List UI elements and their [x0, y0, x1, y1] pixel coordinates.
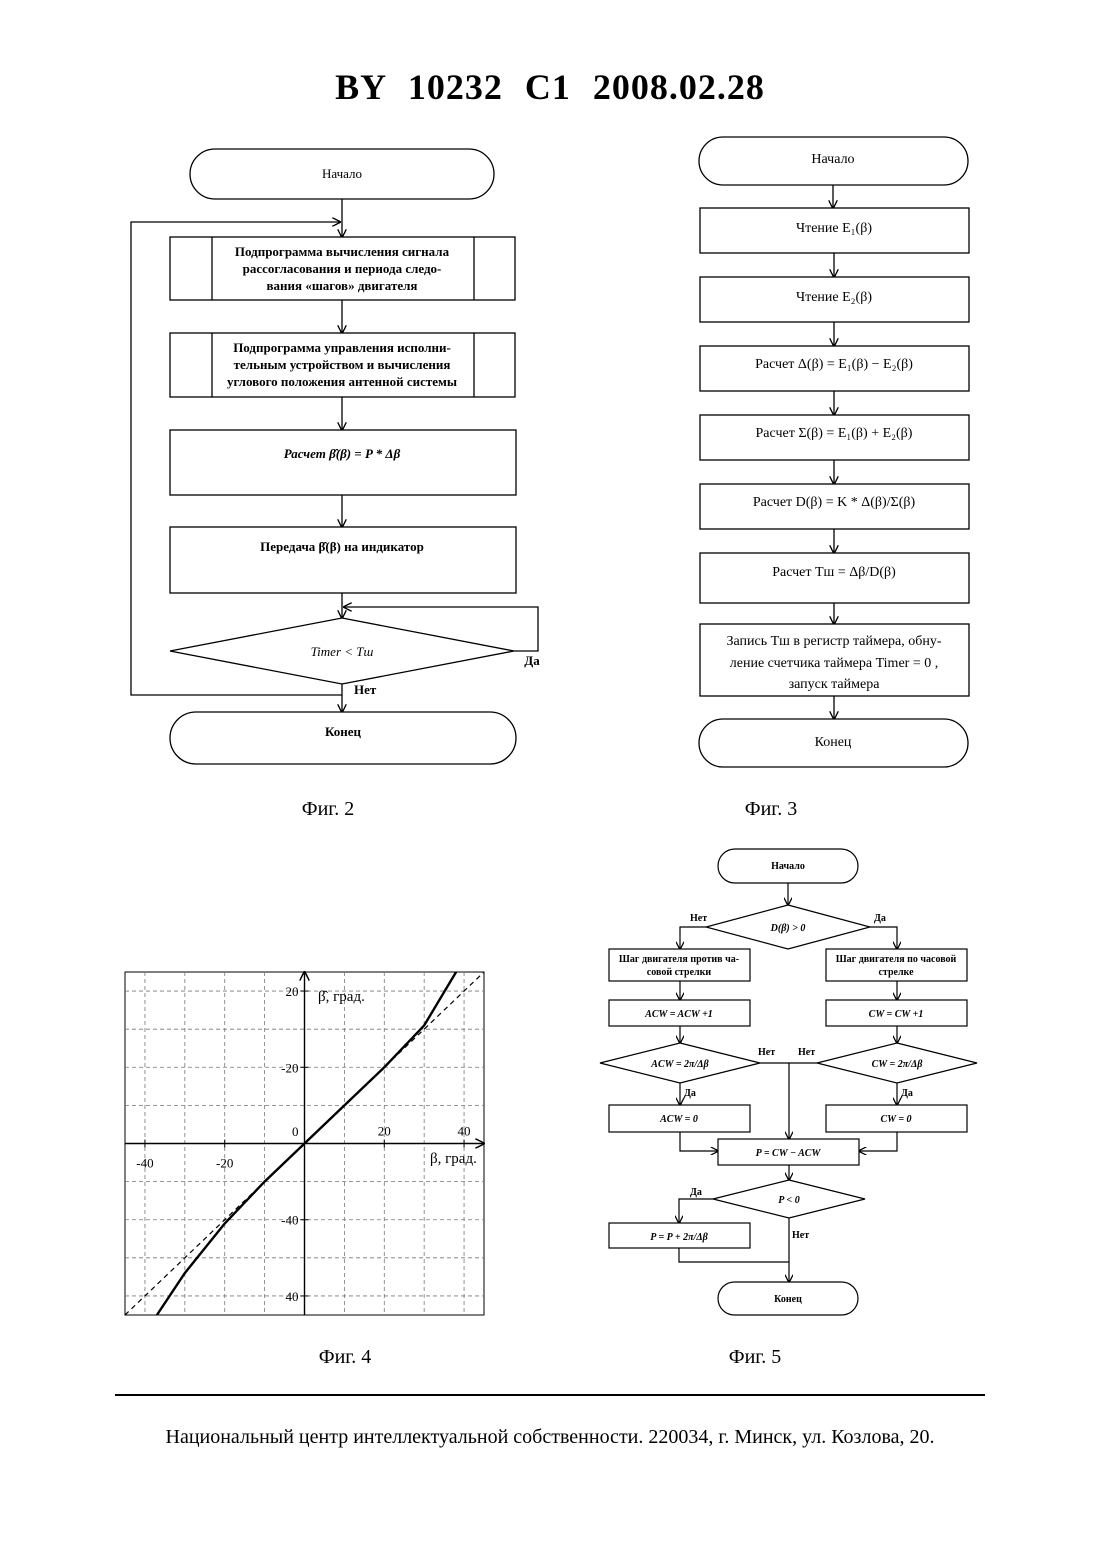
fig2-start-text: Начало — [322, 166, 362, 181]
fig5-d3-text: P < 0 — [778, 1195, 799, 1206]
fig3-step-2-text: Чтение E₂(β) — [796, 290, 872, 305]
fig3-caption: Фиг. 3 — [671, 798, 871, 821]
figure-3-flowchart: Начало Чтение E₁(β) Чтение E₂(β) Расчет … — [699, 137, 969, 767]
x-tick-label: -20 — [216, 1156, 233, 1171]
fig2-transfer-text: Передача β̂(β) на индикатор — [260, 539, 424, 554]
fig2-decision-text: Timer < Tш — [311, 644, 374, 659]
fig5-d1-yes: Да — [874, 913, 886, 924]
fig5-acw-increment-text: ACW = ACW +1 — [644, 1009, 713, 1020]
y-tick-label: -20 — [281, 1060, 298, 1075]
fig2-sub2-line3: углового положения антенной системы — [227, 374, 457, 389]
fig2-sub1-line1: Подпрограмма вычисления сигнала — [235, 244, 450, 259]
y-tick-label: 20 — [286, 984, 299, 999]
fig5-cw-reset-text: CW = 0 — [880, 1114, 911, 1125]
fig3-step-3-text: Расчет Δ(β) = E₁(β) − E₂(β) — [755, 357, 913, 372]
fig3-step-7-line1: Запись Tш в регистр таймера, обну- — [726, 634, 941, 649]
fig3-step-7-line3: запуск таймера — [789, 677, 881, 692]
fig4-caption: Фиг. 4 — [245, 1346, 445, 1369]
fig5-d3-no: Нет — [792, 1230, 809, 1241]
chart-xlabel: β, град. — [430, 1151, 477, 1167]
figure-4-chart: -40-2020404020-20-40 β̂, град. β, град. … — [125, 972, 484, 1315]
fig5-d1-text: D(β) > 0 — [770, 923, 806, 934]
footer-address: Национальный центр интеллектуальной собс… — [0, 1426, 1100, 1449]
fig2-no-label: Нет — [354, 682, 377, 697]
fig5-left-step-l1: Шаг двигателя против ча- — [619, 954, 739, 965]
fig5-right-step-l1: Шаг двигателя по часовой — [836, 954, 957, 965]
fig5-cw-increment-text: CW = CW +1 — [869, 1009, 924, 1020]
footer-rule — [115, 1394, 985, 1396]
fig2-caption: Фиг. 2 — [228, 798, 428, 821]
fig5-left-step-l2: совой стрелки — [647, 967, 712, 978]
fig5-right-step-l2: стрелке — [878, 967, 914, 978]
fig5-end-text: Конец — [774, 1294, 802, 1305]
chart-origin-label: 0 — [292, 1124, 299, 1139]
fig5-caption: Фиг. 5 — [655, 1346, 855, 1369]
x-tick-label: 20 — [378, 1124, 391, 1139]
x-tick-label: -40 — [136, 1156, 153, 1171]
fig5-d1-no: Нет — [690, 913, 707, 924]
x-tick-label: 40 — [458, 1124, 471, 1139]
fig2-end-text: Конец — [325, 724, 362, 739]
fig5-start-text: Начало — [771, 861, 805, 872]
fig5-d3-yes: Да — [690, 1187, 702, 1198]
fig5-rd-text: CW = 2π/Δβ — [872, 1059, 924, 1070]
fig2-calc-box — [170, 430, 516, 495]
fig2-sub2-line2: тельным устройством и вычисления — [234, 357, 451, 372]
fig2-yes-label: Да — [524, 653, 540, 668]
figure-5-flowchart: Начало D(β) > 0 Нет Да Шаг двигателя про… — [600, 849, 977, 1315]
fig5-p-calc-text: P = CW − ACW — [756, 1148, 822, 1159]
fig2-calc-text: Расчет β̂(β) = P * Δβ — [284, 446, 401, 461]
fig5-rd-yes: Да — [901, 1088, 913, 1099]
fig3-end-text: Конец — [815, 735, 852, 750]
y-tick-label: -40 — [281, 1213, 298, 1228]
fig2-sub2-line1: Подпрограмма управления исполни- — [233, 340, 451, 355]
fig3-step-1-text: Чтение E₁(β) — [796, 221, 872, 236]
fig5-acw-reset-text: ACW = 0 — [659, 1114, 698, 1125]
fig5-ld-yes: Да — [684, 1088, 696, 1099]
fig3-step-6-text: Расчет Tш = Δβ/D(β) — [772, 565, 896, 580]
fig2-sub1-line2: рассогласования и периода следо- — [243, 261, 442, 276]
fig3-start-text: Начало — [811, 152, 854, 167]
fig3-step-4-text: Расчет Σ(β) = E₁(β) + E₂(β) — [756, 426, 913, 441]
fig5-rd-no: Нет — [798, 1047, 815, 1058]
fig3-step-7-line2: ление счетчика таймера Timer = 0 , — [730, 656, 938, 671]
fig2-transfer-box — [170, 527, 516, 593]
chart-ylabel: β̂, град. — [318, 989, 365, 1005]
fig5-ld-text: ACW = 2π/Δβ — [650, 1059, 709, 1070]
fig3-step-5-text: Расчет D(β) = K * Δ(β)/Σ(β) — [753, 495, 916, 510]
figure-2-flowchart: Начало Подпрограмма вычисления сигнала р… — [131, 149, 540, 764]
fig5-ld-no: Нет — [758, 1047, 775, 1058]
y-tick-label: 40 — [286, 1289, 299, 1304]
fig5-p-adjust-text: P = P + 2π/Δβ — [650, 1232, 708, 1243]
fig2-sub1-line3: вания «шагов» двигателя — [267, 278, 418, 293]
